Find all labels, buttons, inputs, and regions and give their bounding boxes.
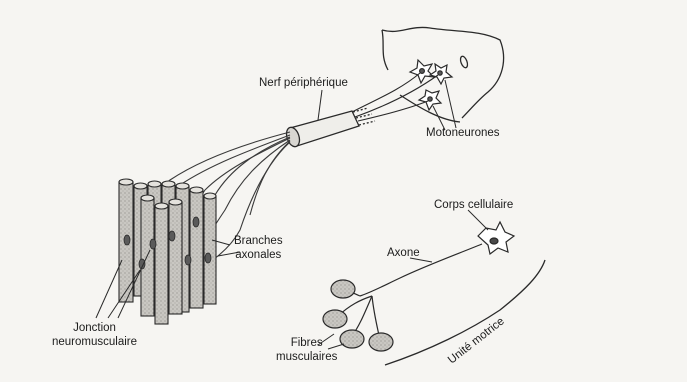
label-jonction-line1: Jonction (52, 321, 137, 335)
label-jonction-line2: neuromusculaire (52, 335, 137, 349)
label-fibres-line2: musculaires (276, 350, 337, 364)
label-motoneurones: Motoneurones (426, 126, 500, 140)
label-jonction-neuromusculaire: Jonction neuromusculaire (52, 321, 137, 349)
label-corps-cellulaire: Corps cellulaire (434, 198, 513, 212)
label-branches-line1: Branches (234, 234, 283, 248)
label-branches-line2: axonales (234, 248, 283, 262)
peripheral-nerve (284, 108, 375, 148)
label-fibres-musculaires: Fibres musculaires (276, 336, 337, 364)
label-nerf-peripherique: Nerf périphérique (259, 76, 348, 90)
label-axone: Axone (387, 246, 420, 260)
label-branches-axonales: Branches axonales (234, 234, 283, 262)
label-fibres-line1: Fibres (276, 336, 337, 350)
muscle-fiber-bundle (119, 179, 216, 324)
